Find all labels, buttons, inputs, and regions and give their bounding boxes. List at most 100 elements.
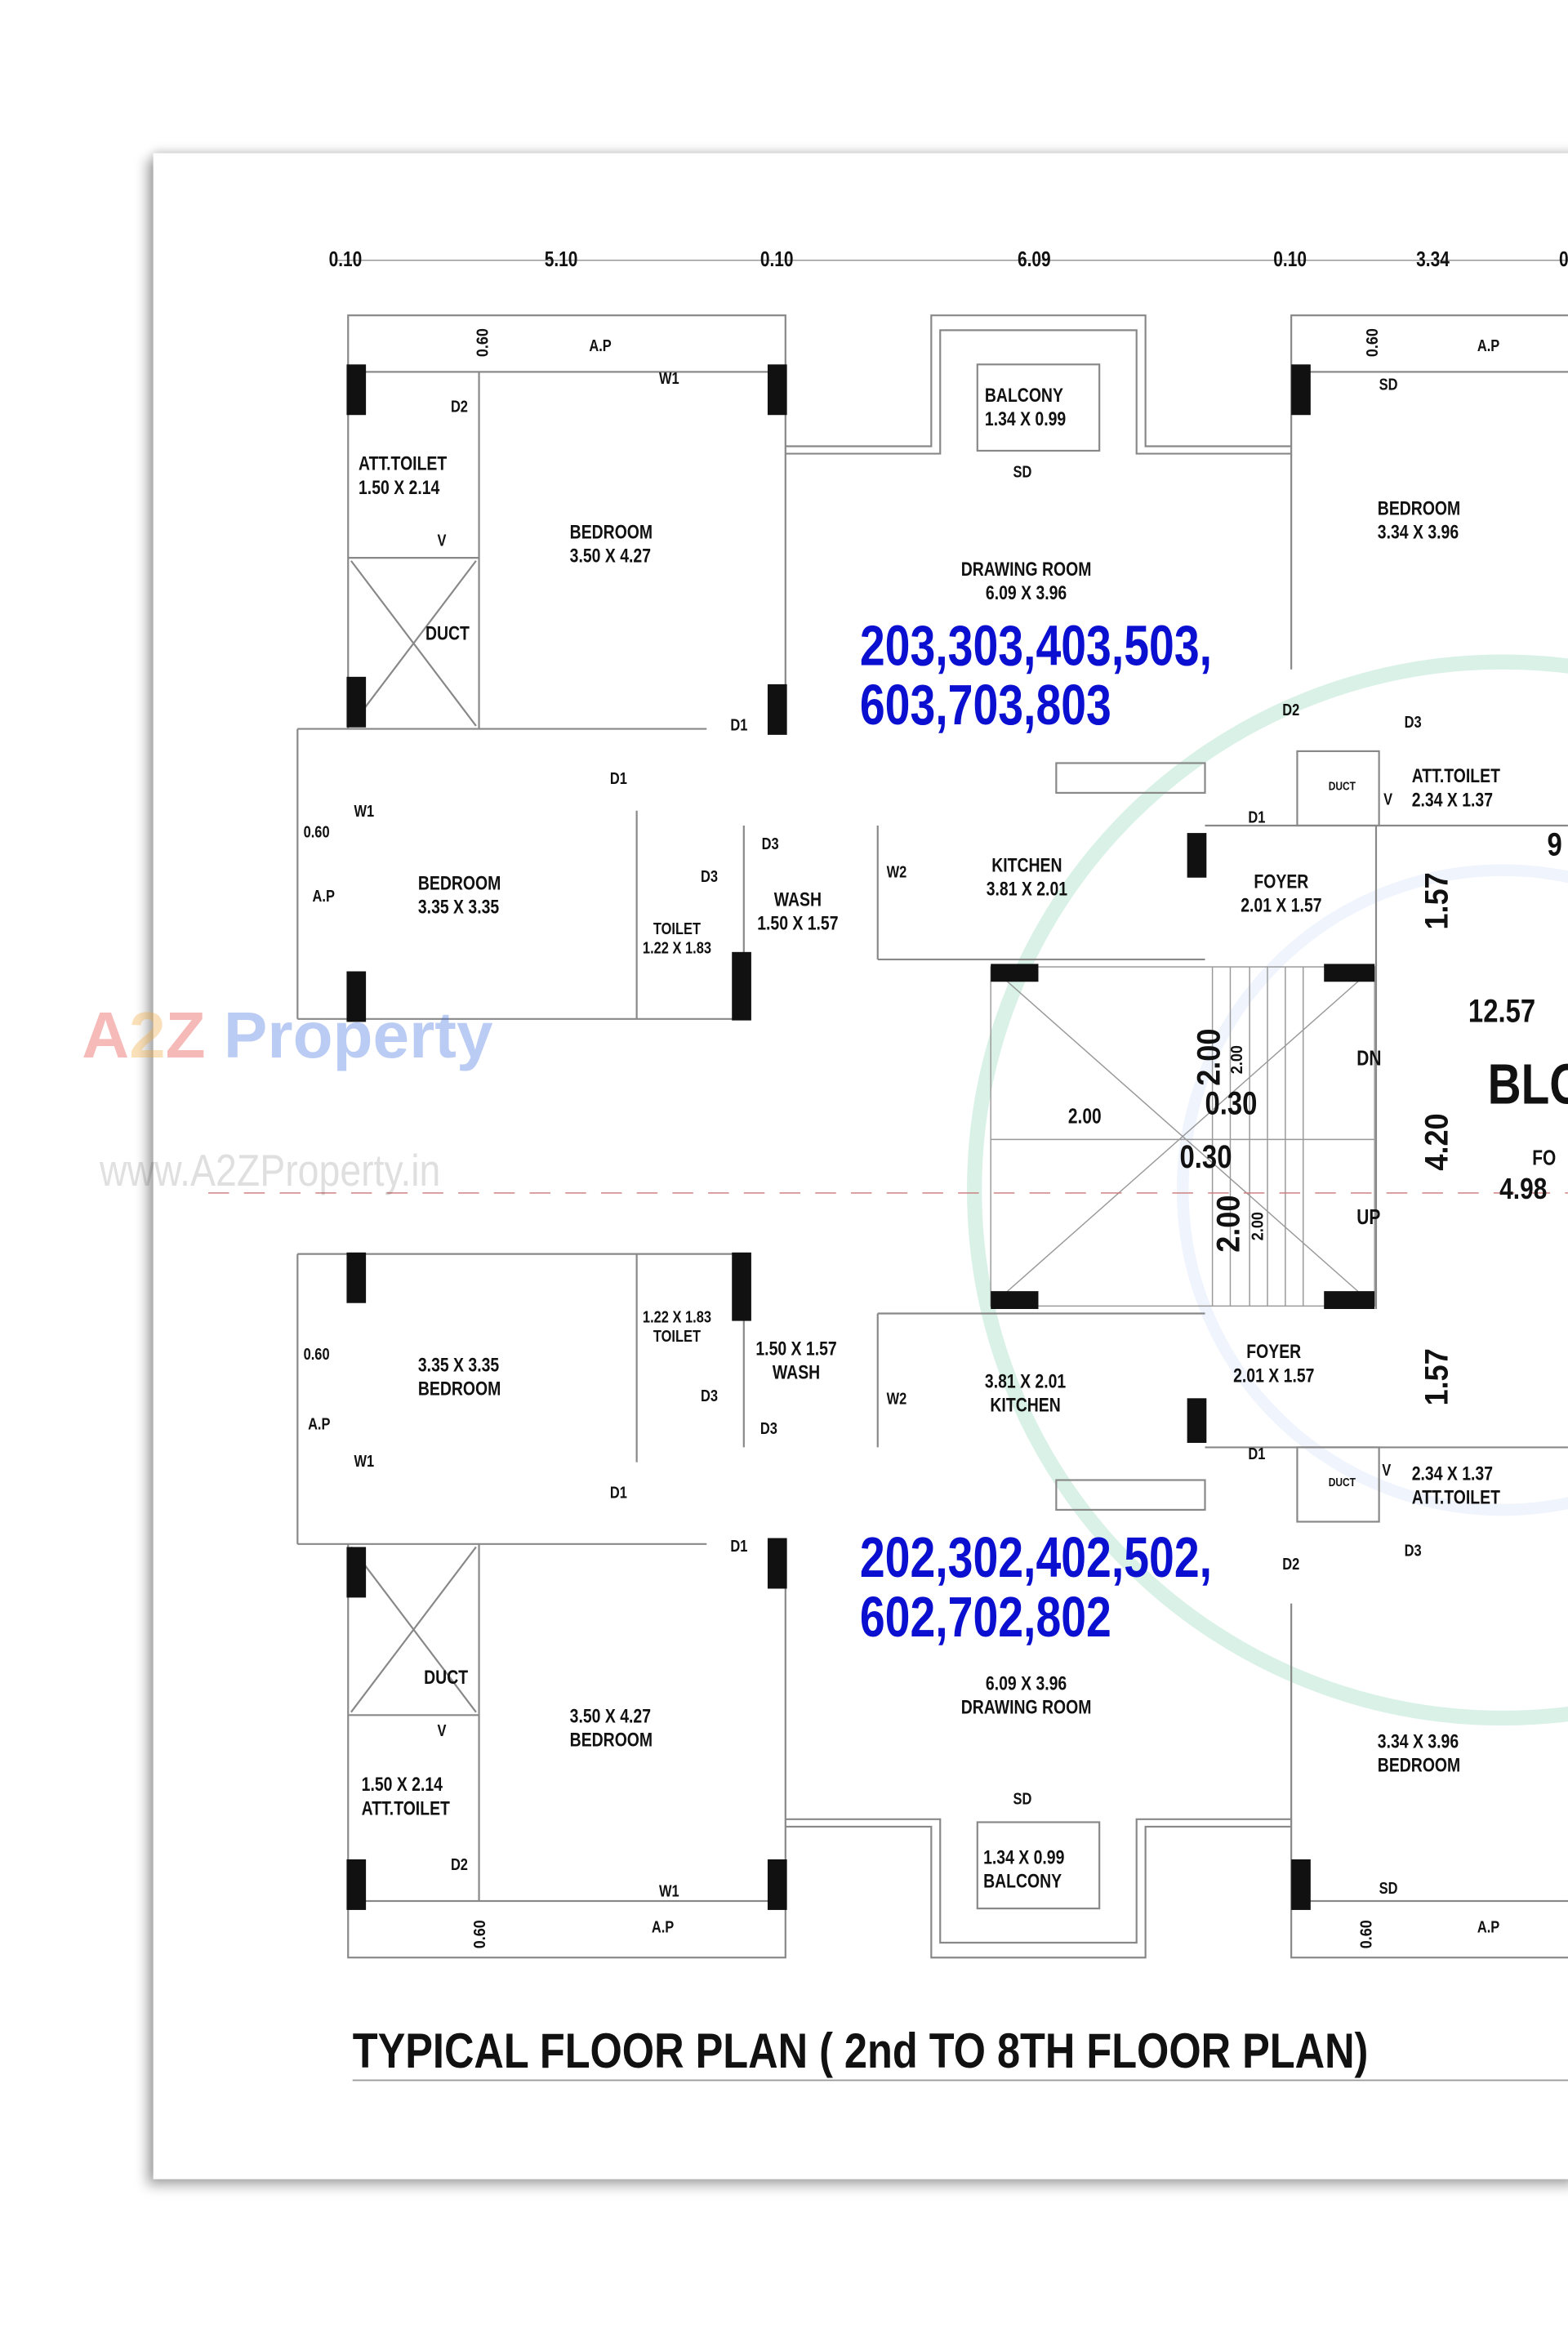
label-fo: FO [1532,1145,1557,1169]
label-sd: SD [1013,1791,1032,1810]
top-dim: 5.10 [544,247,578,271]
label-d1: D1 [730,717,748,735]
title-underline [352,2079,1568,2081]
label-duct: DUCT [424,1666,469,1689]
stamp-circle [967,654,1568,1725]
dim-030: 0.30 [1179,1138,1232,1176]
logo-2: 2 [129,1000,166,1073]
label-ap: A.P [651,1918,675,1937]
dim-498: 4.98 [1499,1173,1548,1207]
label-d1: D1 [1248,808,1266,827]
top-dim: 6.09 [1017,247,1051,271]
dim-060: 0.60 [471,1920,490,1949]
label-d3: D3 [760,1420,777,1439]
dim-060: 0.60 [1358,1920,1376,1949]
dim-030: 0.30 [1205,1084,1258,1122]
label-d3: D3 [1404,1542,1422,1561]
dim-060: 0.60 [303,1346,330,1365]
dim-157: 1.57 [1417,1348,1455,1406]
label-d3: D3 [1404,714,1422,732]
unit-numbers-upper: 203,303,403,503,603,703,803 [859,616,1213,738]
plan-title: TYPICAL FLOOR PLAN ( 2nd TO 8TH FLOOR PL… [352,2023,1369,2078]
url-watermark: www.A2ZProperty.in [100,1146,441,1196]
label-duct: DUCT [1328,779,1356,793]
lower-walls [296,1253,1568,1959]
top-dim: 0.10 [328,247,363,271]
dim-420: 4.20 [1417,1113,1455,1171]
label-d2: D2 [1282,701,1300,720]
dim-9: 9 [1547,825,1562,863]
block-label: BLO [1487,1054,1568,1118]
label-d3: D3 [700,1387,718,1406]
dim-200: 2.00 [1250,1212,1268,1241]
unit-numbers-lower: 202,302,402,502,602,702,802 [859,1527,1213,1650]
label-ap: A.P [312,888,335,906]
label-d2: D2 [450,398,468,417]
dim-200: 2.00 [1067,1103,1102,1128]
top-dim: 0 [1559,247,1568,271]
label-d1: D1 [1248,1445,1266,1464]
dim-060: 0.60 [1364,328,1383,358]
label-sd: SD [1379,1880,1398,1899]
logo-property: Property [205,1000,493,1073]
logo-z: Z [165,1000,206,1073]
label-d1: D1 [609,1484,627,1503]
top-dim: 3.34 [1416,247,1450,271]
dim-200: 2.00 [1190,1028,1227,1086]
label-dn: DN [1356,1045,1382,1070]
label-ap: A.P [1477,337,1500,356]
label-w2: W2 [886,864,907,883]
label-ap: A.P [1477,1918,1500,1937]
dim-157: 1.57 [1417,872,1455,930]
label-v: V [1383,791,1393,809]
label-w2: W2 [886,1391,907,1409]
dim-200: 2.00 [1228,1045,1247,1075]
logo-a: A [82,1000,130,1073]
top-dim: 0.10 [760,247,794,271]
label-w1: W1 [658,370,679,389]
label-v: V [437,532,447,550]
stamp-inner-circle [1177,864,1568,1516]
label-v: V [1382,1462,1392,1480]
staircase [208,966,1568,1307]
dim-060: 0.60 [303,824,330,843]
label-d1: D1 [609,770,627,789]
a2z-logo-watermark: A2Z Property [82,1000,492,1074]
label-d3: D3 [761,835,779,854]
label-d2: D2 [1282,1556,1300,1574]
dim-060: 0.60 [474,328,492,358]
label-up: UP [1356,1204,1381,1229]
label-v: V [437,1722,447,1741]
label-w1: W1 [658,1883,679,1902]
label-w1: W1 [354,1453,375,1471]
columns [346,364,1375,1910]
label-duct: DUCT [425,621,470,644]
label-d3: D3 [700,868,718,887]
label-ap: A.P [308,1416,331,1435]
upper-walls [296,314,1568,1310]
label-d1: D1 [730,1538,748,1556]
paper [153,153,1568,2179]
label-duct: DUCT [1328,1476,1356,1489]
